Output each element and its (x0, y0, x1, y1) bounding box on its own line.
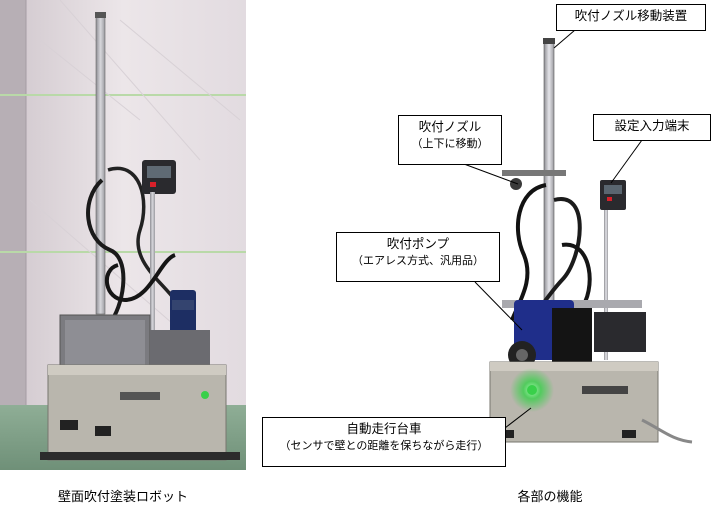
robot-left (40, 12, 240, 461)
callout-pump-sub: （エアレス方式、汎用品） (352, 254, 484, 268)
callout-terminal: 設定入力端末 (593, 114, 711, 141)
robot-photo-left (0, 0, 246, 470)
callout-nozzle-title: 吹付ノズル (418, 119, 482, 134)
callout-nozzle-sub: （上下に移動） (411, 137, 489, 151)
robot-right (489, 38, 693, 444)
left-photo-caption: 壁面吹付塗装ロボット (57, 490, 188, 505)
callout-carriage-sub: （センサで壁との距離を保ちながら走行） (279, 439, 489, 453)
callout-carriage: 自動走行台車 （センサで壁との距離を保ちながら走行） (262, 417, 506, 467)
callout-nozzle-mover-title: 吹付ノズル移動装置 (574, 8, 688, 23)
callout-carriage-title: 自動走行台車 (346, 421, 422, 436)
callout-pump-title: 吹付ポンプ (386, 236, 450, 251)
callout-nozzle-mover: 吹付ノズル移動装置 (556, 4, 706, 31)
callout-terminal-title: 設定入力端末 (614, 118, 690, 133)
right-photo-caption: 各部の機能 (517, 490, 583, 505)
callout-pump: 吹付ポンプ （エアレス方式、汎用品） (336, 232, 500, 282)
callout-nozzle: 吹付ノズル （上下に移動） (398, 115, 502, 165)
robot-photo-right (489, 38, 693, 444)
